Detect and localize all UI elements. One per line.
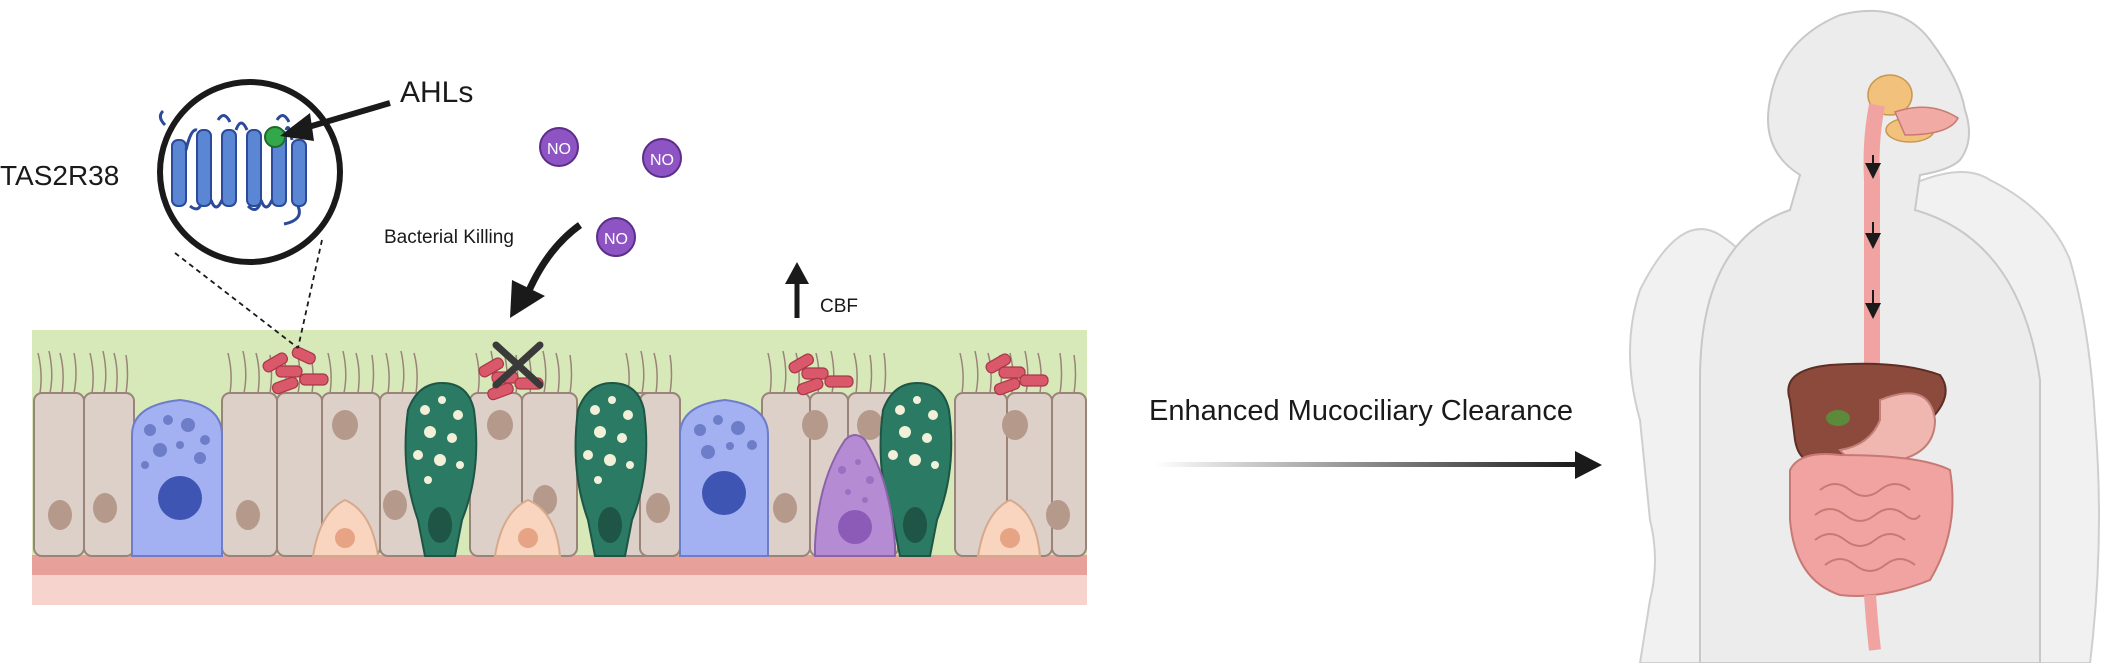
cbf-label: CBF	[820, 296, 858, 317]
no-molecule-icon: NO	[642, 138, 682, 178]
bacteria-cluster-icon	[262, 346, 329, 395]
outcome-label: Enhanced Mucociliary Clearance	[1149, 395, 1573, 427]
ahl-arrow	[304, 100, 391, 131]
svg-text:NO: NO	[650, 152, 674, 169]
cell-nuclei	[48, 410, 1070, 530]
receptor-magnifier	[157, 79, 343, 349]
kill-arrow	[521, 222, 583, 302]
ligand-binding-icon	[264, 126, 286, 148]
cross-mark-icon	[492, 341, 544, 389]
human-torso-icon	[1629, 9, 2100, 663]
bacteria-cluster-icon	[985, 353, 1049, 396]
airway-epithelium	[32, 330, 1087, 605]
receptor-7tm-icon	[158, 109, 307, 226]
brush-cell	[814, 434, 896, 557]
basement-membrane	[32, 555, 1087, 575]
bacterial-killing-label: Bacterial Killing	[384, 227, 514, 248]
bacteria-cluster-icon	[788, 353, 854, 396]
svg-text:NO: NO	[604, 231, 628, 248]
up-arrow-icon	[785, 262, 809, 318]
submucosa	[32, 575, 1087, 605]
goblet-cells	[404, 381, 953, 557]
outcome-arrow	[1155, 451, 1602, 479]
ahl-label: AHLs	[400, 76, 473, 109]
receptor-label: TAS2R38	[0, 160, 119, 191]
svg-text:NO: NO	[547, 141, 571, 158]
no-molecule-icon: NO	[539, 127, 579, 167]
club-cells	[131, 398, 769, 557]
no-molecule-icon: NO	[596, 217, 636, 257]
basal-cells	[311, 498, 1042, 557]
